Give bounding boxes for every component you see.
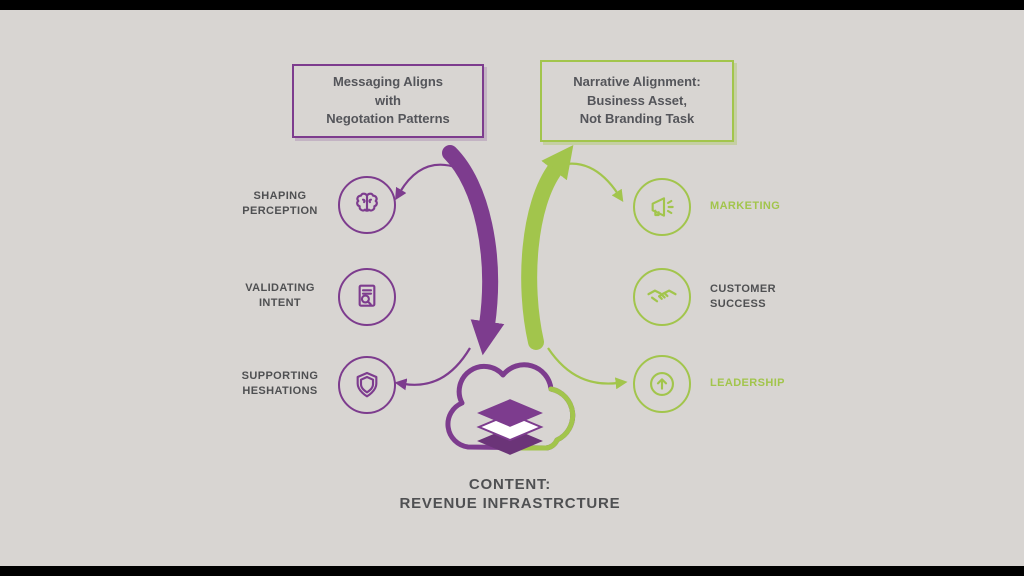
- cloud-stack-icon: [445, 362, 576, 455]
- document-search-icon: [358, 284, 376, 307]
- brain-icon: [356, 192, 378, 212]
- narrative-alignment-box: Narrative Alignment: Business Asset, Not…: [540, 60, 734, 142]
- supporting-heshations-label: SUPPORTING HESHATIONS: [241, 370, 319, 397]
- up-arrow-green: [521, 145, 574, 350]
- connector-to-supporting-heshations: [394, 347, 471, 391]
- connector-to-shaping-perception: [395, 163, 459, 201]
- customer-success-label: CUSTOMER SUCCESS: [710, 283, 776, 310]
- leadership-circle: [633, 355, 691, 413]
- letterbox-bottom: [0, 566, 1024, 576]
- marketing-circle: [633, 178, 691, 236]
- arrow-up-circle-icon: [650, 372, 674, 396]
- content-revenue-infrastructure-label: CONTENT: REVENUE INFRASTRCTURE: [399, 476, 621, 512]
- letterbox-top: [0, 0, 1024, 10]
- customer-success-circle: [633, 268, 691, 326]
- megaphone-icon: [651, 197, 674, 217]
- shaping-perception-label: SHAPING PERCEPTION: [242, 190, 318, 217]
- shaping-perception-circle: [338, 176, 396, 234]
- connector-to-marketing: [551, 162, 624, 202]
- connector-to-leadership: [547, 347, 628, 390]
- handshake-icon: [647, 289, 677, 303]
- shield-icon: [356, 371, 378, 398]
- validating-intent-label: VALIDATING INTENT: [245, 282, 315, 309]
- validating-intent-circle: [338, 268, 396, 326]
- supporting-heshations-circle: [338, 356, 396, 414]
- messaging-aligns-box: Messaging Aligns with Negotation Pattern…: [292, 64, 484, 138]
- marketing-label: MARKETING: [710, 200, 781, 212]
- down-arrow-purple: [442, 145, 505, 356]
- leadership-label: LEADERSHIP: [710, 377, 785, 389]
